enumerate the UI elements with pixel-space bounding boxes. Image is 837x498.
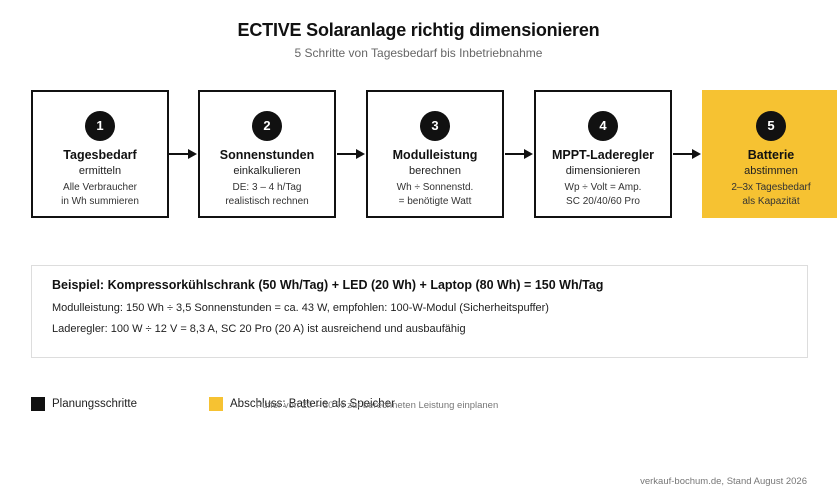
step-name: Batterie [747,148,795,162]
arrow-right-icon [337,149,365,159]
step-name: Tagesbedarf [63,148,137,162]
step-verb: ermitteln [78,165,122,177]
step-box-3: 3 Modulleistung berechnen Wh ÷ Sonnenstd… [366,90,504,218]
step-detail: Alle Verbraucher [63,182,137,193]
arrow-right-icon [505,149,533,159]
step-number-badge: 1 [85,111,115,141]
step-box-5: 5 Batterie abstimmen 2–3x Tagesbedarf al… [702,90,837,218]
step-detail: realistisch rechnen [225,196,309,207]
step-box-2: 2 Sonnenstunden einkalkulieren DE: 3 – 4… [198,90,336,218]
arrow-right-icon [169,149,197,159]
step-name: MPPT-Laderegler [551,148,655,162]
step-detail: = benötigte Watt [398,196,472,207]
legend-swatch-steps [31,397,45,411]
page-title: ECTIVE Solaranlage richtig dimensioniere… [237,20,600,40]
step-detail: DE: 3 – 4 h/Tag [232,182,302,193]
step-name: Sonnenstunden [219,148,315,162]
step-number-badge: 5 [756,111,786,141]
legend-label-steps: Planungsschritte [52,398,138,410]
step-detail: SC 20/40/60 Pro [566,196,640,207]
example-line-module: Modulleistung: 150 Wh ÷ 3,5 Sonnenstunde… [52,302,549,314]
step-verb: dimensionieren [565,165,641,177]
step-number-badge: 2 [252,111,282,141]
legend-label-final: Abschluss: Batterie als Speicher [230,398,395,410]
step-detail: 2–3x Tagesbedarf [731,182,811,193]
step-detail: Wh ÷ Sonnenstd. [396,182,474,193]
arrow-right-icon [673,149,701,159]
legend-note: Puffer von 20 – 30 % zur berechneten Lei… [256,400,499,411]
step-verb: berechnen [409,165,461,177]
example-box: Beispiel: Kompressorkühlschrank (50 Wh/T… [31,265,808,358]
footer-source: verkauf-bochum.de, Stand August 2026 [640,476,807,487]
step-name: Modulleistung [392,148,478,162]
step-number-badge: 4 [588,111,618,141]
step-verb: abstimmen [744,165,798,177]
step-detail: Wp ÷ Volt = Amp. [564,182,642,193]
page-subtitle: 5 Schritte von Tagesbedarf bis Inbetrieb… [294,46,543,60]
step-number-badge: 3 [420,111,450,141]
example-title: Beispiel: Kompressorkühlschrank (50 Wh/T… [52,278,604,292]
step-detail: in Wh summieren [61,196,139,207]
legend-swatch-final [209,397,223,411]
step-verb: einkalkulieren [233,165,301,177]
step-detail: als Kapazität [742,196,800,207]
step-box-1: 1 Tagesbedarf ermitteln Alle Verbraucher… [31,90,169,218]
example-line-controller: Laderegler: 100 W ÷ 12 V = 8,3 A, SC 20 … [52,323,466,335]
step-box-4: 4 MPPT-Laderegler dimensionieren Wp ÷ Vo… [534,90,672,218]
